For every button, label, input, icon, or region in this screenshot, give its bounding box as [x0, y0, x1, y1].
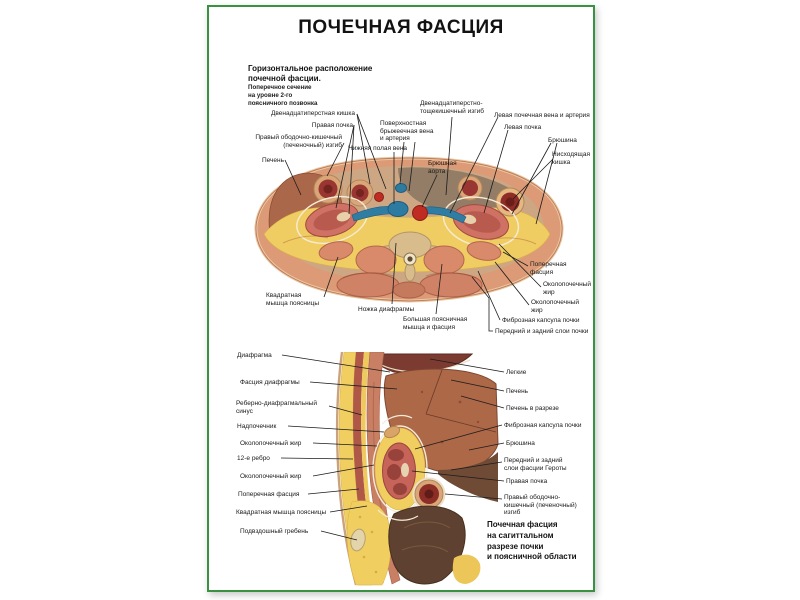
label-transverse-fascia-bottom: Поперечная фасция [238, 491, 300, 498]
label-diaphragm: Диафрагма [237, 352, 272, 359]
label-perirenal-fat-upper: Околопочечный жир [240, 440, 302, 447]
poster-title: ПОЧЕЧНАЯ ФАСЦИЯ [298, 17, 504, 38]
label-right-kidney-bottom: Правая почка [506, 478, 548, 485]
label-perirenal-fat-1: Околопочечный жир [543, 281, 591, 296]
label-left-renal-vessels: Левая почечная вена и артерия [494, 112, 590, 119]
label-iliac-crest: Подвздошный гребень [240, 528, 309, 535]
label-perirenal-fat-lower: Околопочечный жир [240, 473, 302, 480]
label-transverse-fascia-top: Поперечная фасция [530, 261, 567, 276]
label-left-kidney: Левая почка [504, 124, 542, 131]
label-quadratus-bottom: Квадратная мышца поясницы [236, 509, 327, 516]
label-peritoneum-bottom: Брюшина [506, 440, 535, 447]
mesenteric-vein-shape [395, 183, 407, 193]
psoas-shape-right [355, 245, 397, 275]
label-fibrous-capsule-top: Фиброзная капсула почки [502, 317, 580, 324]
mesenteric-artery-shape [374, 192, 384, 202]
label-liver-bottom: Печень [506, 388, 529, 395]
label-descending-colon: Нисходящая кишка [552, 151, 591, 166]
label-lungs: Легкие [506, 369, 527, 376]
right-kidney-shape [305, 202, 359, 238]
renal-vein-left [423, 206, 467, 224]
label-costodiaphragmatic-recess: Реберно-диафрагмальный синус [236, 400, 317, 415]
label-fibrous-capsule-bottom: Фиброзная капсула почки [504, 422, 582, 429]
ivc-shape [387, 201, 409, 217]
label-adrenal: Надпочечник [237, 423, 277, 430]
figure2-caption: Почечная фасция на сагиттальном разрезе … [487, 520, 577, 562]
label-duodenojejunal-flexure: Двенадцатиперстно- тощекишечный изгиб [420, 100, 484, 115]
label-peritoneum-top: Брюшина [548, 137, 577, 144]
sagittal-section-illustration [335, 352, 499, 586]
figure1-heading: Горизонтальное расположение почечной фас… [248, 64, 373, 83]
label-right-colic-flexure: Правый ободочно-кишечный (печеночный) из… [255, 134, 342, 149]
label-liver-section: Печень в разрезе [506, 405, 559, 412]
label-mesenteric-vessels: Поверхностная брыжеечная вена и артерия [380, 120, 434, 143]
colon-section-shape [412, 477, 446, 511]
adrenal-shape [383, 425, 401, 439]
figure1-subheading: Поперечное сечение на уровне 2-го поясни… [248, 84, 318, 107]
label-right-colic-flexure-bottom: Правый ободочно- кишечный (печеночный) и… [504, 494, 577, 517]
label-diaphragm-fascia: Фасция диафрагмы [240, 379, 300, 386]
label-diaphragm-crus: Ножка диафрагмы [358, 306, 415, 313]
label-duodenum: Двенадцатиперстная кишка [271, 110, 355, 117]
label-quadratus-top: Квадратная мышца поясницы [266, 292, 320, 307]
label-fascia-layers: Передний и задний слои почки [495, 328, 589, 335]
left-kidney-shape [452, 204, 510, 240]
label-ivc: Нижняя полая вена [348, 145, 408, 152]
psoas-shape-left [423, 245, 465, 275]
label-12th-rib: 12-е ребро [237, 455, 270, 462]
aorta-shape [412, 205, 428, 221]
label-perirenal-fat-2: Околопочечный жир [531, 299, 579, 314]
label-liver: Печень [261, 157, 284, 164]
label-psoas: Большая поясничная мышца и фасция [403, 316, 468, 331]
label-gerota-layers: Передний и задний слои фасции Героты [504, 457, 567, 472]
fat-wedge [452, 554, 481, 584]
axial-section-illustration [254, 156, 564, 303]
label-right-kidney: Правая почка [311, 122, 353, 129]
label-aorta: Брюшная аорта [428, 160, 457, 175]
